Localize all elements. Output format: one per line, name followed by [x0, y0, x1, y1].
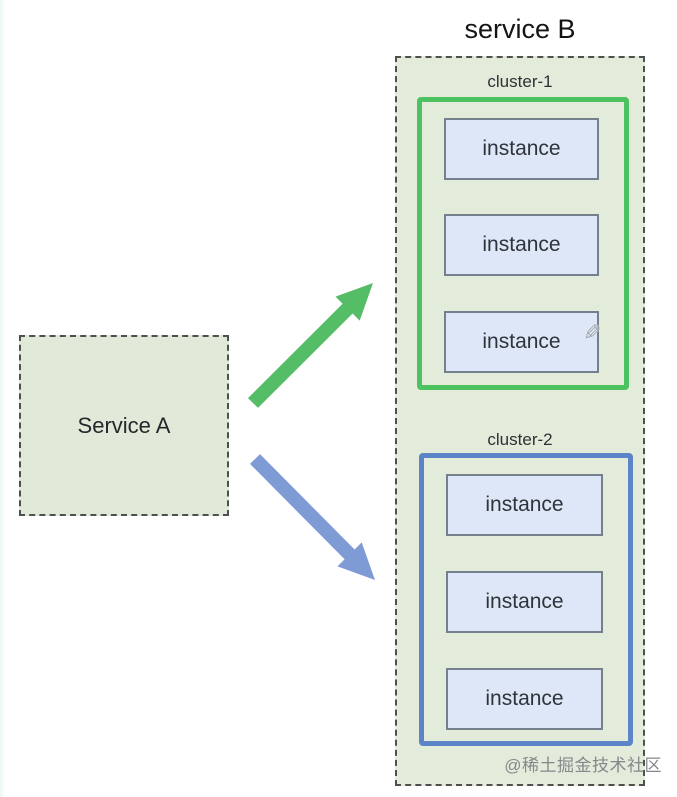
- cluster-2-instance-3: instance: [446, 668, 603, 730]
- cluster-2-instance-1: instance: [446, 474, 603, 536]
- arrow-service-a-to-cluster-2: [250, 454, 375, 580]
- instance-label: instance: [482, 330, 561, 353]
- service-a-label: Service A: [77, 412, 171, 438]
- cluster-1-instance-1: instance: [444, 118, 599, 180]
- watermark: @稀土掘金技术社区: [504, 756, 662, 775]
- service-b-title: service B: [464, 14, 576, 44]
- instance-label: instance: [482, 233, 561, 256]
- cluster-2-instance-2: instance: [446, 571, 603, 633]
- service-a-box: Service A: [19, 335, 229, 516]
- cluster-2-box: [419, 453, 633, 746]
- arrow-service-a-to-cluster-1: [248, 283, 373, 408]
- instance-label: instance: [485, 493, 564, 516]
- cluster-1-box: [417, 97, 629, 390]
- cluster-1-instance-2: instance: [444, 214, 599, 276]
- instance-label: instance: [482, 137, 561, 160]
- left-edge-highlight: [0, 0, 7, 797]
- cluster-1-instance-3: instance: [444, 311, 599, 373]
- pencil-cursor-icon: ✎: [583, 320, 602, 345]
- instance-label: instance: [485, 687, 564, 710]
- cluster-2-label: cluster-2: [487, 430, 553, 449]
- cluster-1-label: cluster-1: [487, 72, 553, 91]
- instance-label: instance: [485, 590, 564, 613]
